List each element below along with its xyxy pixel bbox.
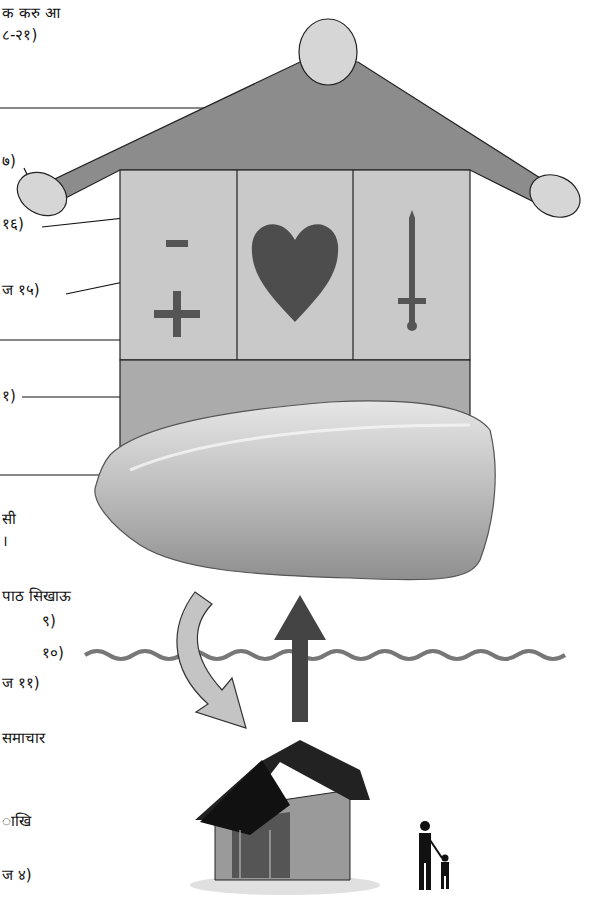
callout-label: क करु आ	[0, 4, 62, 22]
callout-label: १६)	[0, 215, 26, 233]
rock	[95, 401, 495, 580]
callout-label: १०)	[40, 644, 66, 662]
hut	[190, 740, 380, 895]
people	[419, 821, 449, 890]
callout-label: पाठ सिखाऊ	[0, 587, 73, 605]
curved-arrow	[177, 592, 246, 728]
callout-label: ९)	[40, 612, 58, 630]
callout-label: ७)	[0, 152, 18, 170]
callout-label: ाखि	[0, 812, 33, 830]
heart-symbol	[252, 224, 338, 322]
callout-label: ज ११)	[0, 674, 42, 692]
callout-label: ज ४)	[0, 866, 34, 884]
callout-label: १)	[0, 387, 18, 405]
minus-symbol	[166, 240, 188, 247]
panels	[120, 170, 470, 360]
callout-label: ज १५)	[0, 281, 42, 299]
callout-label: समाचार	[0, 729, 47, 747]
water-line	[85, 651, 565, 659]
sword-symbol	[398, 210, 426, 331]
head	[299, 19, 357, 85]
callout-label: ८-२१)	[0, 26, 39, 44]
right-hand	[523, 167, 587, 225]
up-arrow	[274, 595, 326, 722]
callout-label: ।	[0, 532, 10, 550]
callout-label: सी	[0, 510, 18, 528]
